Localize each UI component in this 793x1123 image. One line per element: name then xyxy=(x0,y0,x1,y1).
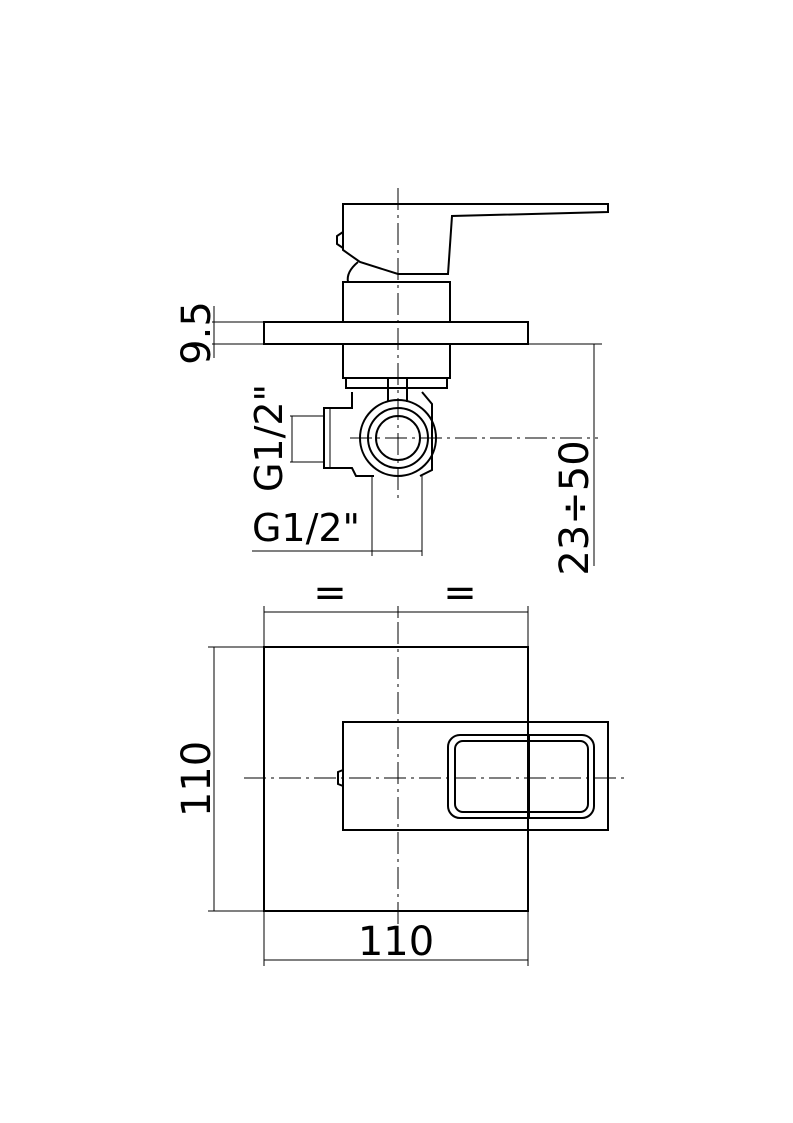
lever-knob xyxy=(336,231,344,249)
lever-inset-inner xyxy=(454,740,589,813)
front-view: = = 110 110 xyxy=(174,570,626,966)
cartridge-housing-lower xyxy=(342,343,451,379)
lever-body xyxy=(342,203,609,275)
dim-plate-thickness: 9.5 xyxy=(174,301,220,365)
dim-height: 110 xyxy=(174,741,220,817)
cover-plate xyxy=(263,321,529,345)
dim-equal-left: = xyxy=(313,570,347,616)
front-cover-plate xyxy=(263,646,529,912)
dim-width: 110 xyxy=(358,919,434,965)
valve-stem xyxy=(387,378,408,402)
housing-collar xyxy=(345,378,448,389)
side-view: 9.5 G1/2" G1/2" 23÷50 xyxy=(174,188,609,576)
dim-wall-depth-range: 23÷50 xyxy=(552,440,598,575)
lever-inset-outer xyxy=(447,734,595,819)
valve-body xyxy=(323,391,433,477)
dim-inlet-thread-side: G1/2" xyxy=(247,384,291,492)
cartridge-housing-upper xyxy=(342,281,451,323)
dim-inlet-thread-bottom: G1/2" xyxy=(252,506,360,550)
front-lever-knob xyxy=(337,769,344,787)
lever-neck xyxy=(346,261,359,283)
front-lever xyxy=(342,721,609,831)
dim-equal-right: = xyxy=(443,570,477,616)
lever-handle-edge xyxy=(447,215,453,275)
